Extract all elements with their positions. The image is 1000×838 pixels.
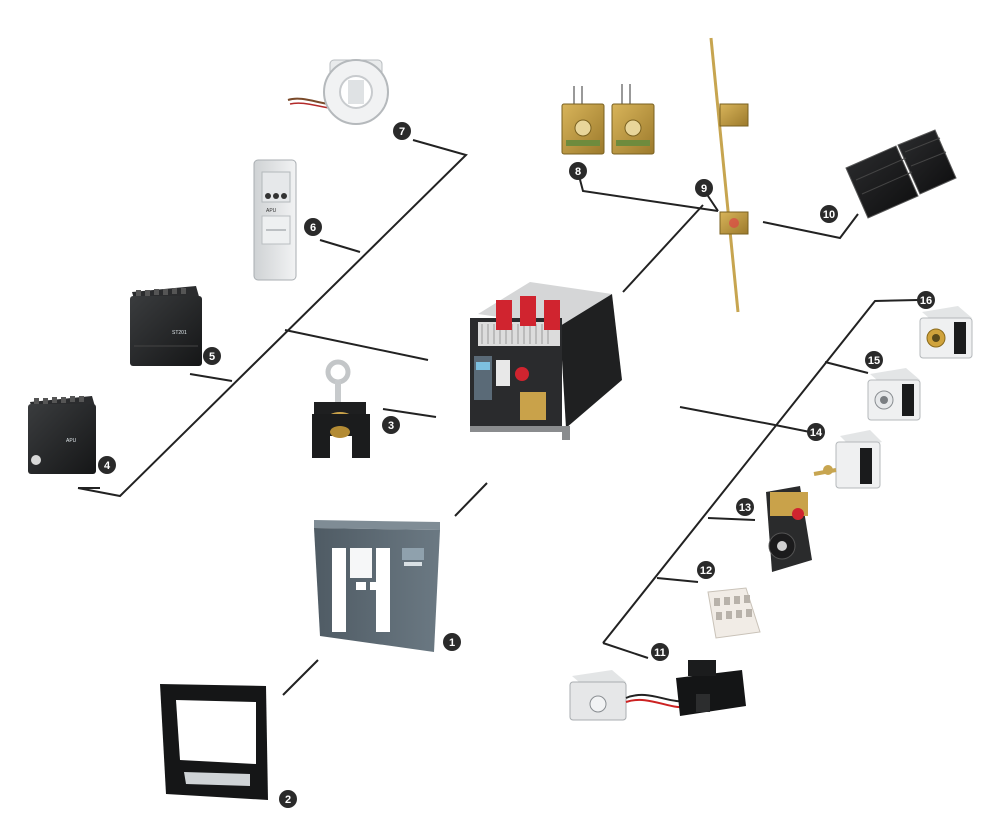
right-spine [602,299,919,644]
module-11-illustration [569,660,746,721]
leader-14 [774,424,811,433]
svg-text:1: 1 [449,637,455,649]
callout-badge-16: 16 [917,291,935,309]
leader-2 [282,659,319,696]
numbered-circle-icon [393,122,411,140]
leader-10 [762,213,859,240]
apu-label-6: APU [266,208,277,214]
callout-badge-11: 11 [651,643,669,661]
leader-15 [824,361,869,374]
breaker-to-right [679,406,776,426]
callout-badge-12: 12 [697,561,715,579]
current-transformer-illustration [287,59,389,125]
callout-badge-9: 9 [695,179,713,197]
front-frame-illustration [314,520,440,652]
svg-text:13: 13 [739,502,751,514]
callout-badge-13: 13 [736,498,754,516]
svg-text:12: 12 [700,565,712,577]
module-15-illustration [867,368,921,421]
apu-black-module-illustration: APU [28,396,96,474]
svg-text:15: 15 [868,355,880,367]
numbered-circle-icon [697,561,715,579]
module-14-illustration [813,430,882,489]
callout-badges: 1 2 3 4 5 6 7 8 [98,122,935,808]
door-frame-illustration [160,684,268,800]
svg-text:5: 5 [209,351,215,363]
callout-badge-14: 14 [807,423,825,441]
svg-text:8: 8 [575,166,581,178]
callout-badge-15: 15 [865,351,883,369]
leader-1 [454,482,488,517]
svg-text:9: 9 [701,183,707,195]
numbered-circle-icon [98,456,116,474]
callout-badge-3: 3 [382,416,400,434]
svg-text:14: 14 [810,427,823,439]
numbered-circle-icon [203,347,221,365]
callout-badge-6: 6 [304,218,322,236]
leader-12 [656,577,699,583]
apu-label-4: APU [66,438,77,444]
leader-7 [77,139,468,498]
numbered-circle-icon [443,633,461,651]
breaker-to-9 [622,204,704,293]
svg-text:3: 3 [388,420,394,432]
module-12-illustration [707,587,761,639]
leader-3 [382,408,437,418]
svg-text:16: 16 [920,295,932,307]
callout-badge-8: 8 [569,162,587,180]
key-lock-illustration [312,359,370,458]
numbered-circle-icon [304,218,322,236]
svg-text:7: 7 [399,126,405,138]
apu-module-illustration: APU [253,159,297,281]
numbered-circle-icon [917,291,935,309]
numbered-circle-icon [736,498,754,516]
callout-badge-10: 10 [820,205,838,223]
svg-text:11: 11 [654,647,666,659]
connector-lines [77,139,919,696]
svg-text:4: 4 [104,460,111,472]
leader-6 [319,239,361,253]
svg-text:6: 6 [310,222,316,234]
numbered-circle-icon [651,643,669,661]
svg-text:10: 10 [823,209,835,221]
numbered-circle-icon [569,162,587,180]
svg-text:2: 2 [285,794,291,806]
cover-plates-illustration [845,129,957,219]
callout-badge-7: 7 [393,122,411,140]
numbered-circle-icon [279,790,297,808]
numbered-circle-icon [382,416,400,434]
leader-11 [602,642,649,659]
st201-label: ST201 [172,330,187,336]
callout-badge-5: 5 [203,347,221,365]
module-13-illustration [766,486,812,572]
rod-interlock-illustration [709,37,749,313]
st201-module-illustration: ST201 [130,286,202,366]
interlock-plates-illustration [561,84,655,155]
callout-badge-1: 1 [443,633,461,651]
numbered-circle-icon [695,179,713,197]
numbered-circle-icon [865,351,883,369]
callout-badge-4: 4 [98,456,116,474]
module-16-illustration [919,306,973,359]
leader-13 [707,517,756,521]
leader-5 [189,373,233,382]
circuit-breaker-illustration [470,282,622,440]
numbered-circle-icon [820,205,838,223]
numbered-circle-icon [807,423,825,441]
callout-badge-2: 2 [279,790,297,808]
branch-to-breaker [284,329,429,361]
